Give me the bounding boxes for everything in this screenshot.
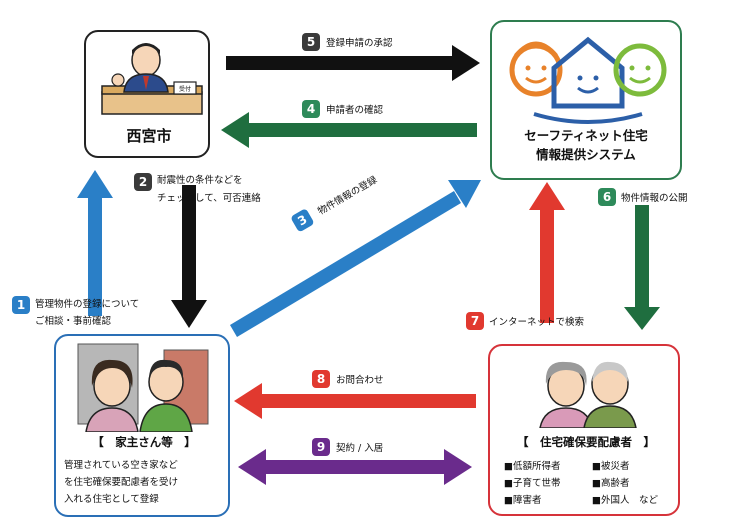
step1-label-line2: ご相談・事前確認 (35, 316, 112, 327)
system-title-line1: セーフティネット住宅 (524, 128, 648, 143)
owner-title: 【 家主さん等 】 (92, 435, 196, 449)
owner-desc-line2: を住宅確保要配慮者を受け (64, 477, 179, 488)
arrow-step3 (230, 180, 481, 337)
resident-item: ■高齢者 (592, 478, 630, 489)
step6-number-badge: 6 (598, 188, 616, 206)
step9-number-badge: 9 (312, 438, 330, 456)
resident-item: ■外国人 など (592, 495, 658, 506)
owner-illustration (77, 343, 209, 432)
arrow-step7 (529, 182, 565, 323)
step2-label-line1: 耐震性の条件などを (157, 175, 243, 186)
step1-label-line1: 管理物件の登録について (35, 299, 140, 310)
owner-desc-line1: 管理されている空き家など (64, 460, 178, 471)
resident-item: ■子育て世帯 (504, 478, 561, 489)
city-box: 受付 西宮市 (84, 30, 210, 158)
step8-number-badge: 8 (312, 370, 330, 388)
city-clerk-illustration: 受付 (101, 43, 203, 115)
arrow-step2 (171, 185, 207, 328)
arrow-step9 (238, 449, 472, 485)
resident-title: 【 住宅確保要配慮者 】 (517, 435, 655, 449)
system-title: セーフティネット住宅 情報提供システム (492, 126, 680, 164)
step2-number-badge: 2 (134, 173, 152, 191)
resident-item: ■被災者 (592, 461, 630, 472)
arrow-step1 (77, 170, 113, 316)
step7-label: インターネットで検索 (489, 317, 585, 328)
step2-label-line2: チェックして、可否連絡 (157, 193, 261, 204)
arrow-step4 (221, 112, 477, 148)
step4-label: 申請者の確認 (326, 105, 384, 116)
owner-desc-line3: 入れる住宅として登録 (64, 494, 159, 505)
step8-label: お問合わせ (336, 375, 384, 386)
step1-number-badge: 1 (12, 296, 30, 314)
system-box: セーフティネット住宅 情報提供システム (490, 20, 682, 180)
step4-number-badge: 4 (302, 100, 320, 118)
step9-label: 契約 / 入居 (336, 443, 384, 454)
owner-box: 【 家主さん等 】 管理されている空き家など を住宅確保要配慮者を受け 入れる住… (54, 334, 230, 517)
city-title: 西宮市 (126, 127, 172, 145)
arrow-step8 (234, 383, 476, 419)
system-title-line2: 情報提供システム (536, 147, 636, 162)
system-logo-icon (509, 36, 667, 124)
arrow-step6 (624, 205, 660, 330)
owner-description: 管理されている空き家など を住宅確保要配慮者を受け 入れる住宅として登録 (64, 457, 178, 508)
resident-item: ■低額所得者 (504, 461, 561, 472)
step2-label: 耐震性の条件などを チェックして、可否連絡 (157, 172, 261, 208)
step7-number-badge: 7 (466, 312, 484, 330)
step6-label: 物件情報の公開 (621, 193, 688, 204)
elderly-couple-illustration (539, 361, 637, 428)
resident-item: ■障害者 (504, 495, 542, 506)
step5-number-badge: 5 (302, 33, 320, 51)
city-sign-text: 受付 (179, 85, 191, 93)
arrow-step5 (226, 45, 480, 81)
step5-label: 登録申請の承認 (326, 38, 393, 49)
step1-label: 管理物件の登録について ご相談・事前確認 (35, 296, 139, 330)
resident-box: 【 住宅確保要配慮者 】 ■低額所得者 ■被災者 ■子育て世帯 ■高齢者 ■障害… (488, 344, 680, 516)
